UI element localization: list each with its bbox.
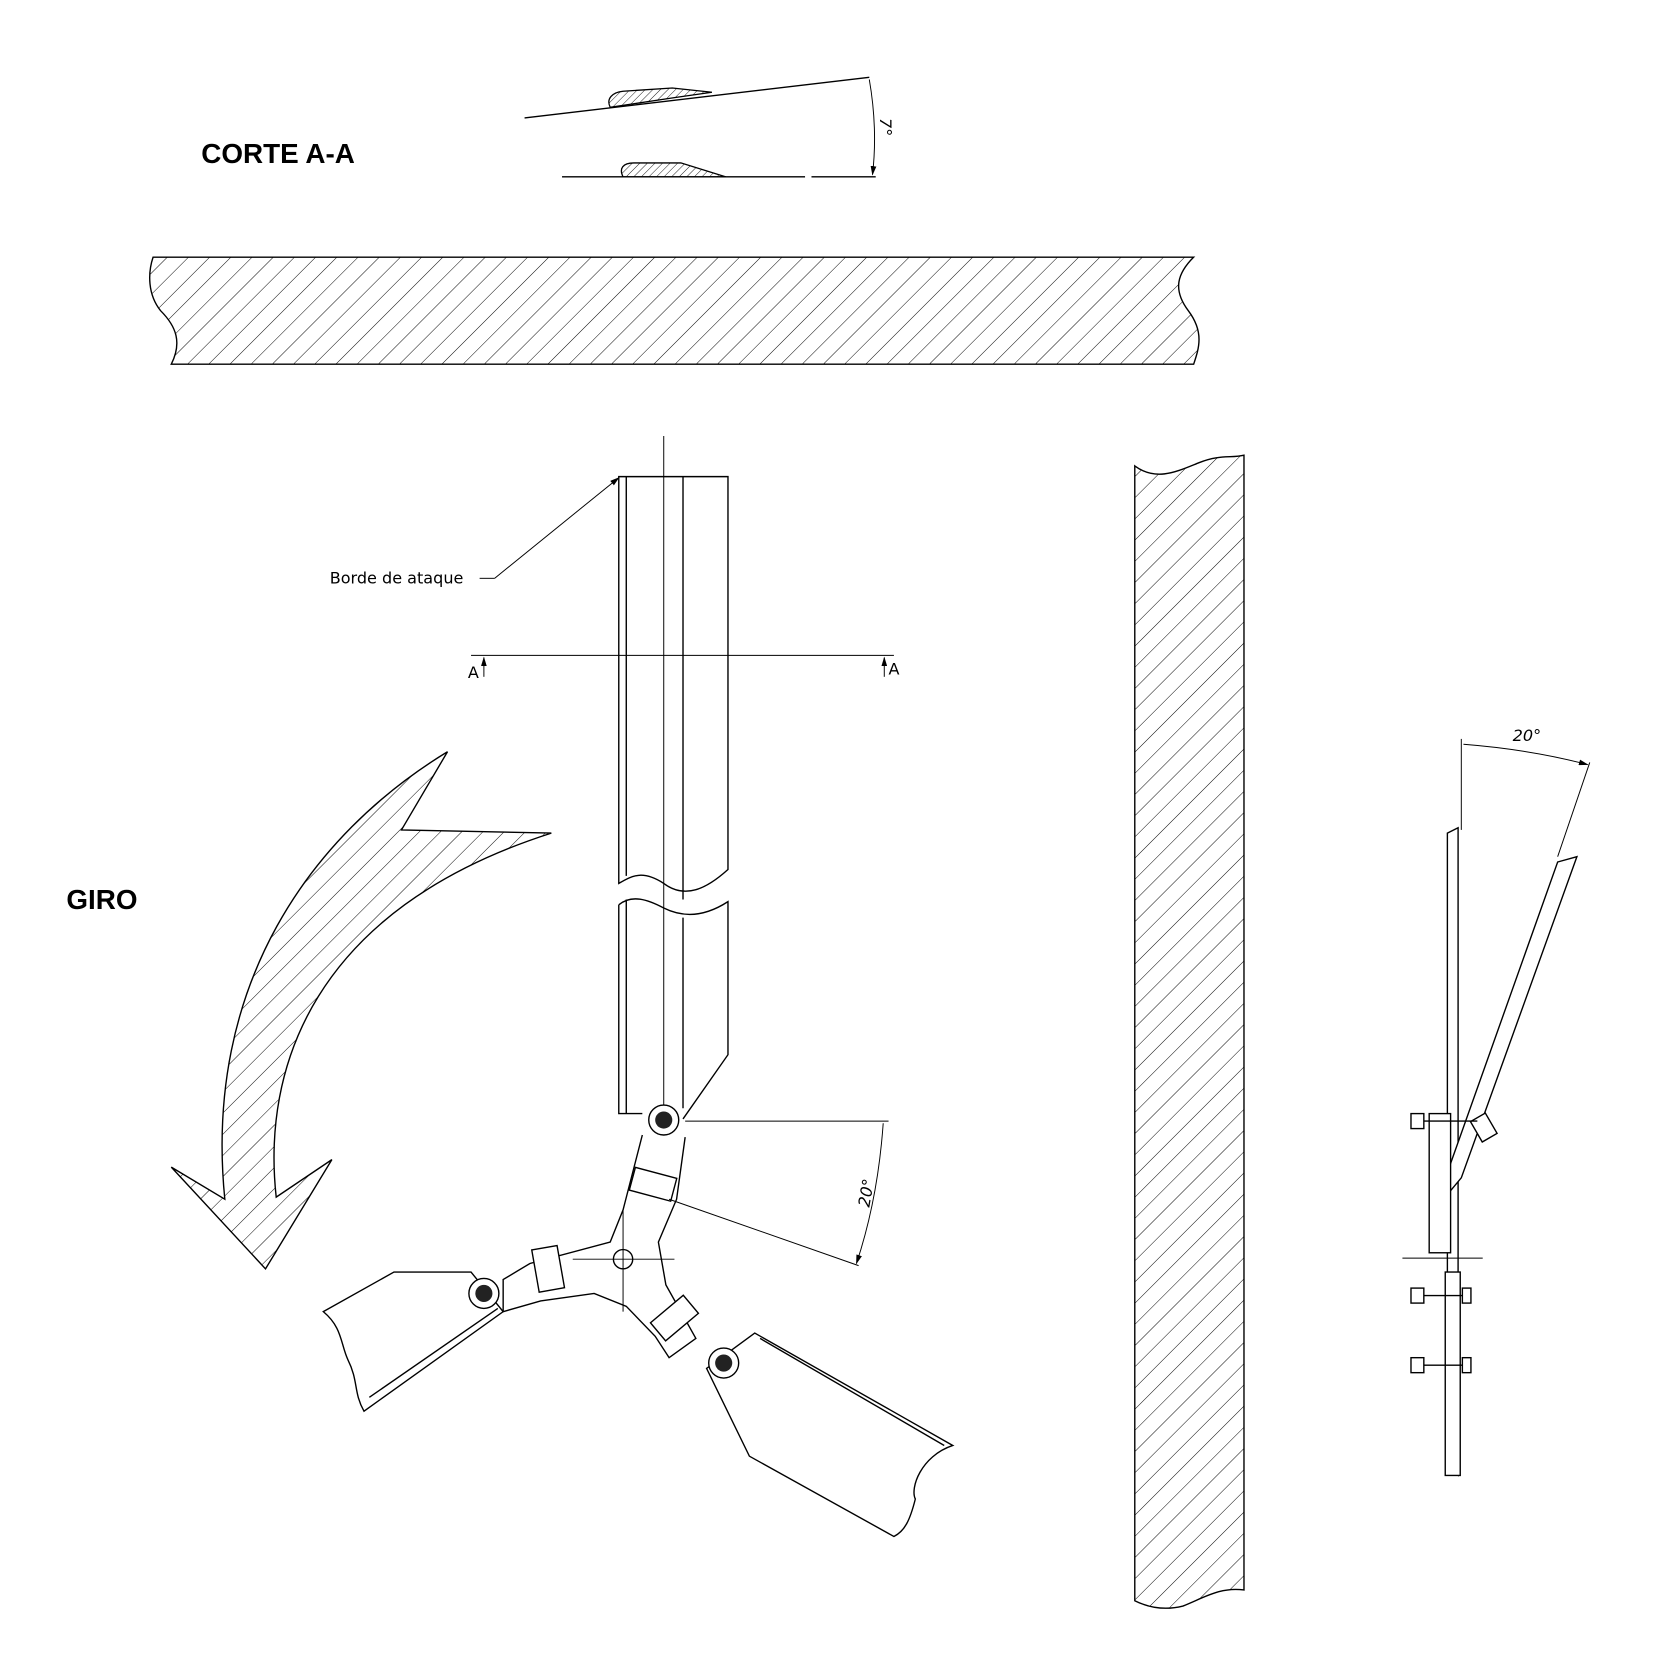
- rotation-label: GIRO: [66, 884, 137, 915]
- bolt-right: [708, 1347, 740, 1379]
- side-view: 20°: [1402, 726, 1591, 1477]
- rotation-direction-arrow: [170, 751, 552, 1270]
- clamp-left: [530, 1244, 566, 1293]
- angle-7-label: 7°: [876, 118, 895, 136]
- vertical-wall-section: [1134, 454, 1245, 1609]
- angle-dimension-arc: [868, 79, 877, 176]
- clamp-top: [628, 1166, 678, 1203]
- section-a-a: CORTE A-A 7°: [201, 76, 895, 178]
- leading-edge-label: Borde de ataque: [330, 569, 464, 588]
- bolt-left: [468, 1277, 500, 1310]
- leader-line: [494, 477, 620, 579]
- blade-right: [705, 1332, 955, 1538]
- clamp-right: [649, 1294, 700, 1342]
- side-bolts: [1410, 1112, 1499, 1374]
- hub-angle-arc: [855, 1123, 884, 1265]
- section-title: CORTE A-A: [201, 138, 355, 169]
- section-mark-left: A: [468, 663, 479, 682]
- side-angle-label: 20°: [1513, 726, 1541, 745]
- side-angle-arc: [1463, 743, 1589, 766]
- airfoil-inclined: [608, 87, 713, 108]
- hub-assembly: 20°: [322, 1104, 955, 1538]
- hub-angle-label: 20°: [855, 1177, 879, 1208]
- section-mark-right: A: [889, 660, 900, 679]
- bolt-top: [648, 1104, 680, 1136]
- side-blade-inclined: [1446, 855, 1579, 1193]
- blade-left: [322, 1271, 505, 1413]
- horizontal-wall-section: [149, 256, 1200, 365]
- blade-front-view: Borde de ataque A A: [330, 435, 900, 1125]
- inclined-chord-line: [524, 76, 870, 119]
- airfoil-flat: [620, 162, 727, 178]
